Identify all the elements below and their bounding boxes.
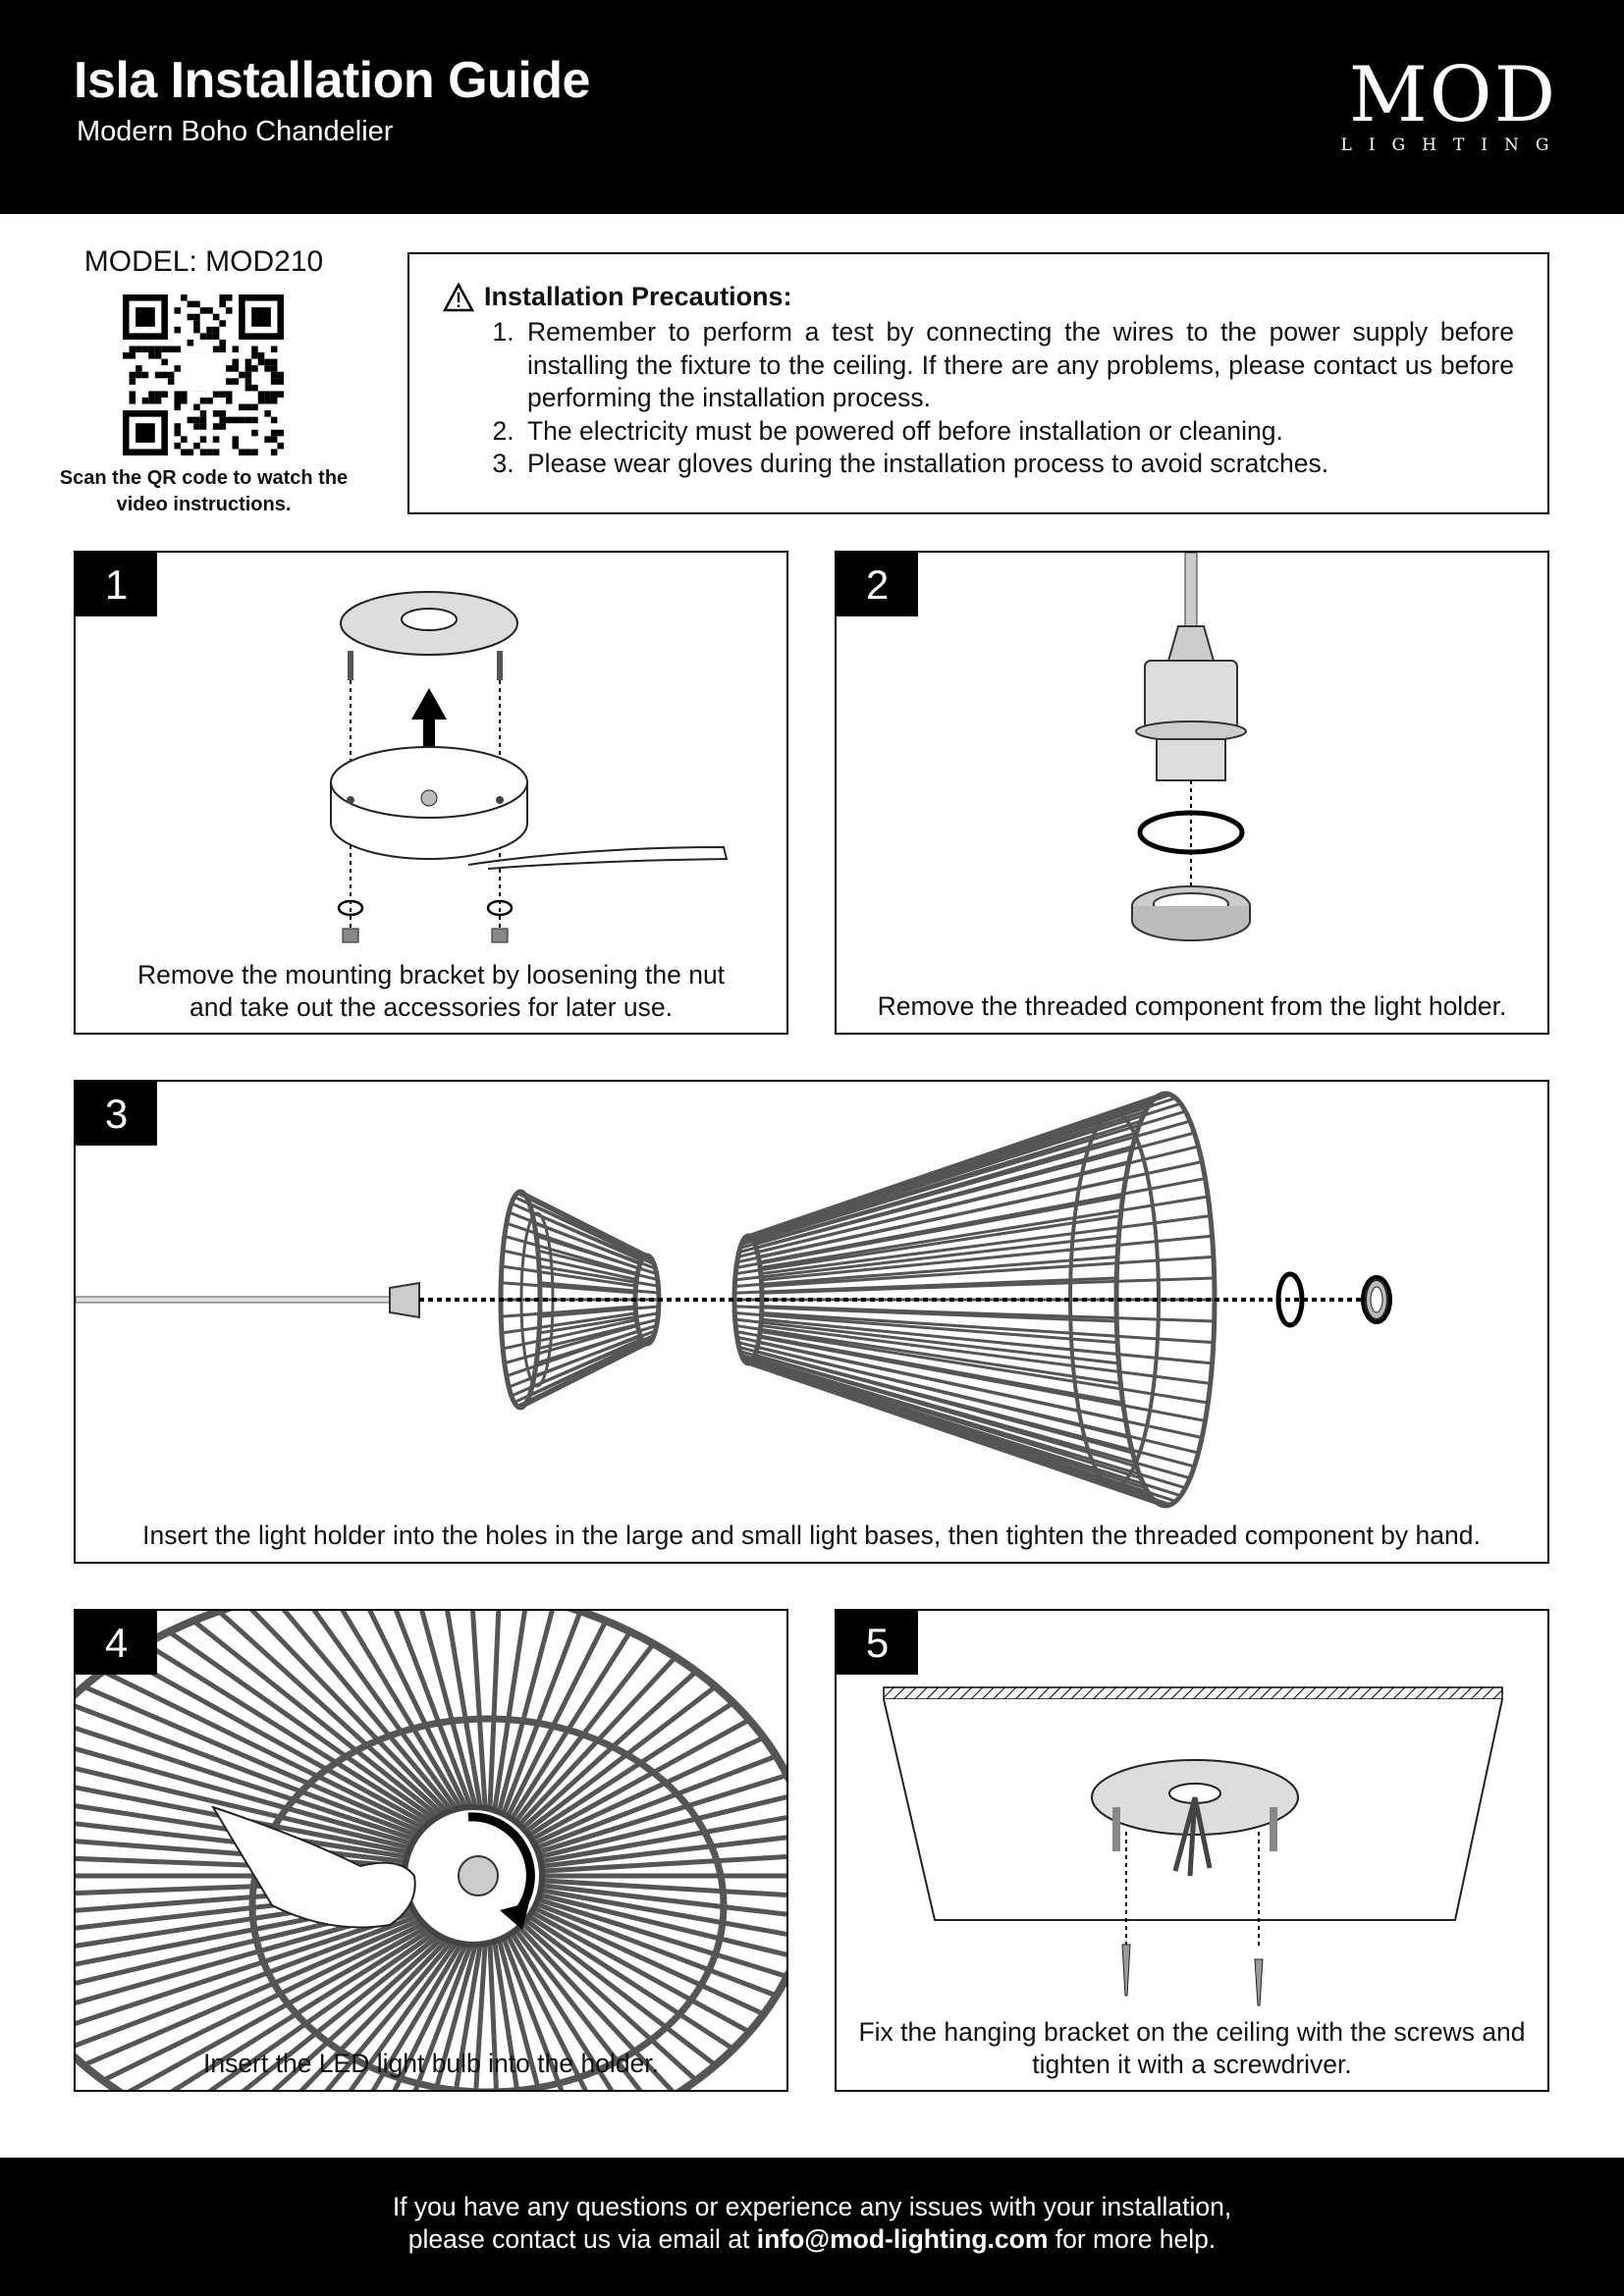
support-email-link[interactable]: info@mod-lighting.com bbox=[756, 2224, 1049, 2254]
brand-logo: MOD LIGHTING bbox=[1335, 57, 1571, 155]
qr-caption: Scan the QR code to watch the video inst… bbox=[59, 467, 349, 515]
logo-sub: LIGHTING bbox=[1340, 135, 1566, 155]
step-caption: Insert the LED light bulb into the holde… bbox=[202, 2049, 660, 2078]
model-label: MODEL: MOD210 bbox=[83, 245, 324, 278]
page-title: Isla Installation Guide bbox=[74, 52, 590, 109]
precautions-box: Installation Precautions: Remember to pe… bbox=[407, 252, 1549, 514]
shade-assembly-illustration bbox=[76, 1091, 1392, 1509]
light-holder-illustration bbox=[1131, 553, 1251, 941]
footer-text: for more help. bbox=[1048, 2224, 1217, 2254]
warning-icon bbox=[443, 282, 474, 311]
step-number: 1 bbox=[76, 553, 157, 616]
step-4-panel: 4 Insert the LED light bulb into the hol… bbox=[74, 1609, 788, 2092]
step-2-panel: 2 Remove the threaded component from the… bbox=[835, 551, 1549, 1035]
mounting-bracket-illustration bbox=[330, 591, 729, 943]
step-number: 3 bbox=[76, 1082, 157, 1146]
precaution-item: The electricity must be powered off befo… bbox=[521, 415, 1514, 449]
footer-text: please contact us via email at bbox=[407, 2224, 757, 2254]
bulb-insertion-illustration bbox=[76, 1611, 786, 2090]
step-number: 2 bbox=[837, 553, 918, 616]
page-subtitle: Modern Boho Chandelier bbox=[77, 116, 394, 147]
qr-code[interactable] bbox=[122, 294, 285, 455]
step-caption: Remove the threaded component from the l… bbox=[877, 991, 1507, 1021]
precaution-item: Remember to perform a test by connecting… bbox=[521, 316, 1514, 415]
step-caption: Insert the light holder into the holes i… bbox=[142, 1521, 1481, 1550]
footer-line-1: If you have any questions or experience … bbox=[392, 2192, 1232, 2221]
header: Isla Installation Guide Modern Boho Chan… bbox=[0, 0, 1624, 214]
step-caption: Remove the mounting bracket by loosening… bbox=[136, 960, 726, 1022]
step-5-panel: 5 Fix the hanging bracket on the ceiling… bbox=[835, 1609, 1549, 2092]
step-1-panel: 1 Remove the mounting bracket by looseni… bbox=[74, 551, 788, 1035]
precaution-item: Please wear gloves during the installati… bbox=[521, 448, 1514, 481]
footer-line-2: please contact us via email at info@mod-… bbox=[0, 2223, 1624, 2256]
step-number: 4 bbox=[76, 1611, 157, 1675]
step-number: 5 bbox=[837, 1611, 918, 1675]
footer: If you have any questions or experience … bbox=[0, 2158, 1624, 2296]
step-caption: Fix the hanging bracket on the ceiling w… bbox=[858, 2017, 1526, 2079]
step-3-panel: 3 Insert the light holder into the holes… bbox=[74, 1080, 1549, 1564]
logo-main: MOD bbox=[1348, 51, 1558, 139]
ceiling-bracket-illustration bbox=[883, 1686, 1503, 2006]
precautions-title: Installation Precautions: bbox=[484, 282, 792, 311]
